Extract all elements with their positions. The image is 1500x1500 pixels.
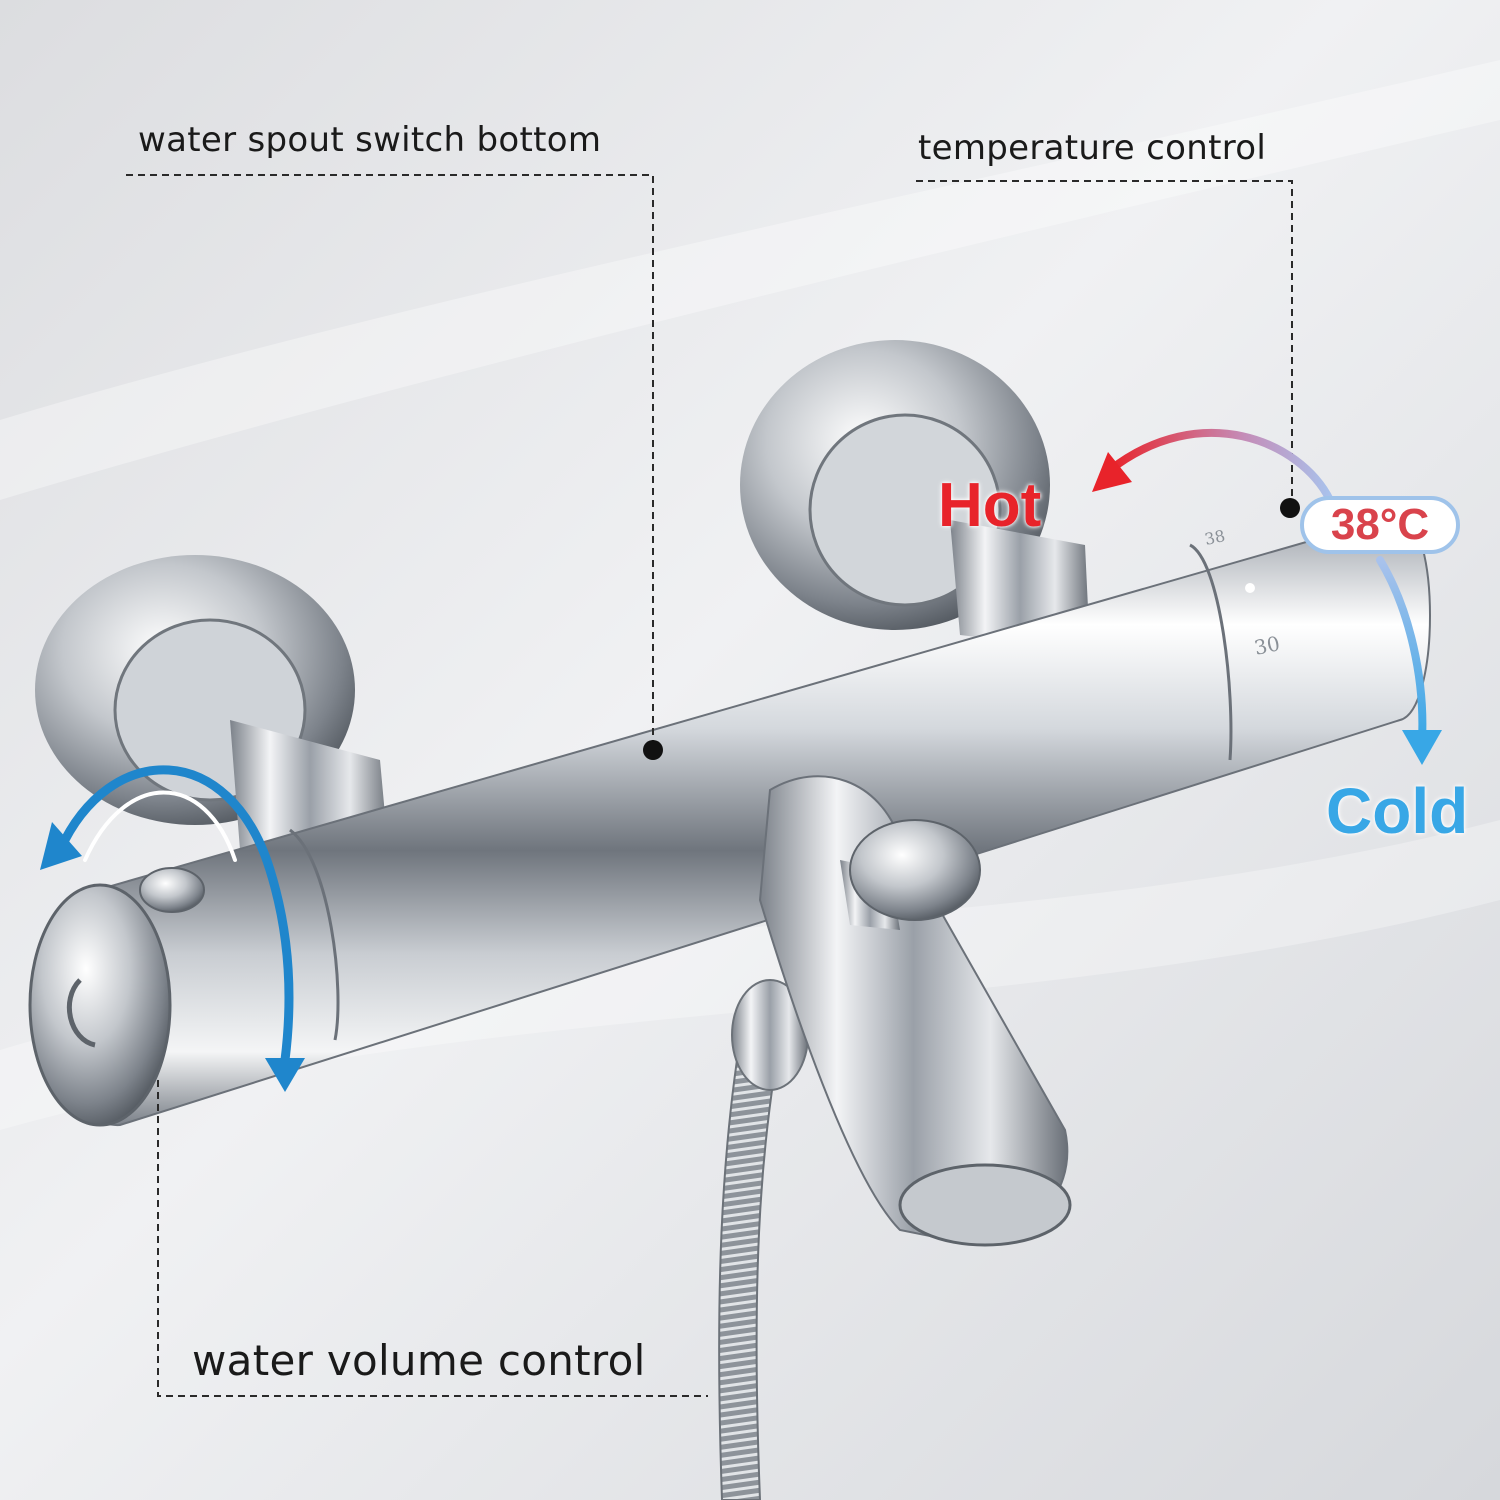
scale-mark-upper: 38 [1203,526,1227,549]
shower-hose [718,1008,787,1500]
volume-control-knob[interactable] [28,883,172,1127]
temperature-knob-ring[interactable] [1189,543,1233,761]
hot-arrow [1106,429,1334,504]
volume-arrowhead-left [40,822,82,870]
spout-switch-label: water spout switch bottom [138,120,602,160]
temperature-leader [916,180,1293,505]
temperature-dot [1280,498,1300,518]
volume-arrowhead-down [265,1058,305,1092]
volume-knob-ring [289,828,340,1041]
temperature-badge: 38°C [1300,496,1460,554]
volume-rotation-arrow-outer [55,765,294,1065]
cold-label: Cold [1326,775,1469,847]
volume-leader [157,1080,708,1397]
top-button[interactable] [139,867,205,913]
wall-streak [0,820,1500,1130]
hot-label: Hot [938,471,1042,540]
volume-control-label: water volume control [192,1336,646,1385]
volume-rotation-arrow-inner [83,790,237,862]
scale-mark-lower: 30 [1252,631,1282,660]
knob-grip-mark [66,978,96,1048]
cold-arrow [1376,556,1427,744]
hot-arrowhead [1092,452,1132,492]
spout-outlet [898,1163,1072,1247]
diverter-knob[interactable] [849,819,981,921]
cold-arrowhead [1402,730,1442,765]
spout-switch-dot [643,740,663,760]
right-wall-flange-inner [808,413,1002,607]
wall-streak [0,60,1500,500]
scale-dot [1245,583,1255,593]
temperature-control-label: temperature control [918,128,1267,168]
